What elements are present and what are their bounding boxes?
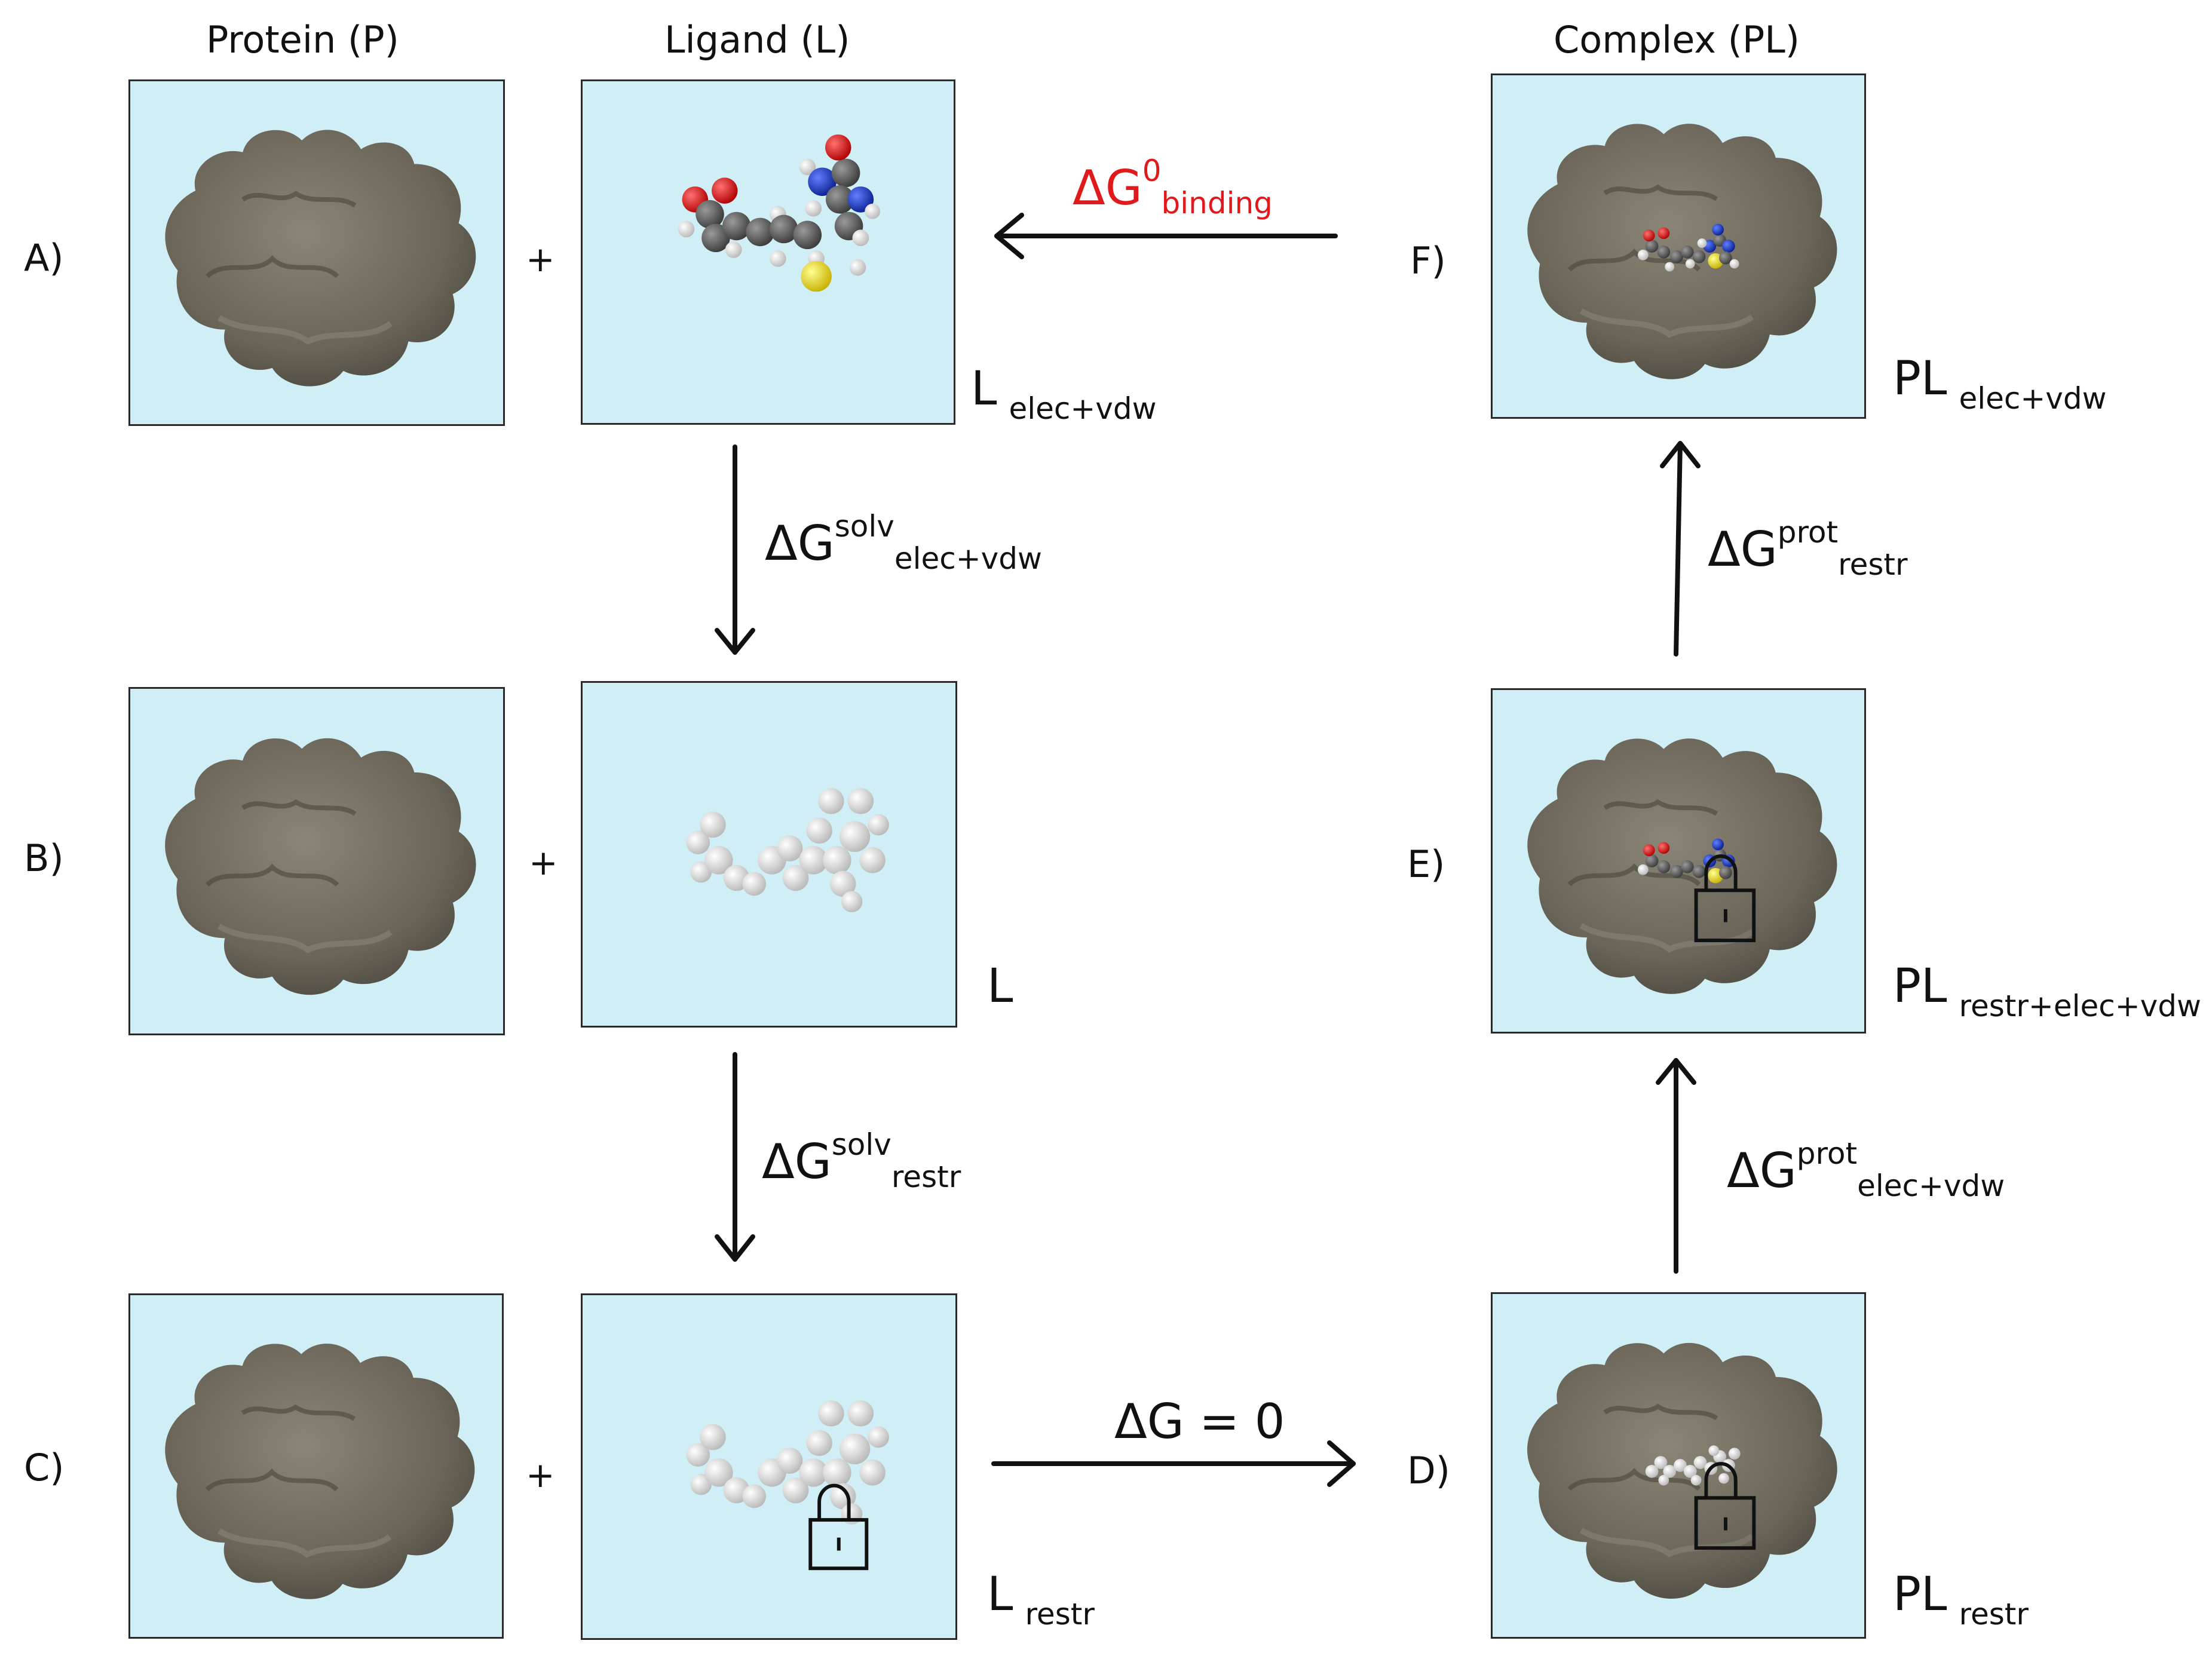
state-label-main: PL <box>1893 959 1947 1013</box>
complex-panel-f <box>1491 73 1866 419</box>
arrow-prot-restr-head <box>1660 441 1701 468</box>
state-label-sub: elec+vdw <box>1959 381 2107 416</box>
ligand-ghost-molecule-icon <box>686 788 889 912</box>
row-label-e: E) <box>1407 842 1445 886</box>
header-protein: Protein (P) <box>206 18 399 62</box>
header-ligand: Ligand (L) <box>664 18 850 62</box>
eq-base: ΔG <box>765 516 835 571</box>
eq-sup: solv <box>834 509 894 544</box>
plus-b: + <box>529 842 558 883</box>
complex-restrained-bound-icon <box>1493 690 1864 1032</box>
label-prot-restr: ΔGprotrestr <box>1708 517 1908 579</box>
lock-icon <box>1694 1462 1756 1550</box>
complex-bound-icon <box>1493 75 1864 417</box>
label-prot-elec: ΔGprotelec+vdw <box>1727 1139 2005 1201</box>
eq-sup: prot <box>1777 515 1839 550</box>
eq-sup: solv <box>831 1127 891 1162</box>
row-label-a: A) <box>24 236 64 280</box>
eq-base: ΔG <box>1708 522 1778 577</box>
arrow-prot-elec-head <box>1656 1058 1696 1085</box>
eq-base: ΔG <box>762 1134 832 1189</box>
state-label-sub: restr <box>1025 1597 1095 1632</box>
state-label-main: L <box>987 1568 1013 1621</box>
label-zero: ΔG = 0 <box>1114 1394 1285 1449</box>
arrow-solv-restr-head <box>715 1234 755 1262</box>
row-label-b: B) <box>24 836 64 880</box>
ligand-panel-b <box>581 681 957 1028</box>
protein-panel-b <box>128 687 505 1035</box>
row-label-c: C) <box>24 1446 65 1489</box>
arrow-zero-head <box>1327 1440 1356 1487</box>
ligand-molecule-icon <box>678 134 881 292</box>
complex-panel-e <box>1491 688 1866 1034</box>
plus-a: + <box>526 239 555 280</box>
state-label-sub: restr <box>1959 1597 2029 1632</box>
protein-panel-c <box>128 1293 504 1639</box>
state-label-main: PL <box>1893 352 1947 406</box>
ligand-restrained-molecule-icon <box>686 1400 889 1571</box>
label-solv-restr: ΔGsolvrestr <box>762 1130 961 1192</box>
protein-panel-a <box>128 79 505 426</box>
header-complex: Complex (PL) <box>1554 18 1800 62</box>
arrow-solv-elec-head <box>715 628 755 655</box>
lock-icon <box>808 1483 869 1571</box>
arrow-prot-restr <box>1674 441 1683 657</box>
eq-sub: binding <box>1161 186 1273 220</box>
state-label-sub: restr+elec+vdw <box>1959 989 2201 1023</box>
protein-surface-icon <box>130 1295 502 1637</box>
complex-panel-d <box>1491 1292 1866 1639</box>
arrow-binding-head <box>994 213 1024 259</box>
state-label-d: PL restr <box>1893 1568 2029 1629</box>
protein-surface-icon <box>130 81 503 424</box>
eq-base: ΔG <box>1073 160 1142 216</box>
state-label-f: PL elec+vdw <box>1893 355 2107 413</box>
state-label-main: PL <box>1893 1568 1947 1621</box>
eq-sub: restr <box>1838 547 1908 582</box>
state-label-main: L <box>971 362 997 416</box>
state-label-sub: elec+vdw <box>1009 391 1157 426</box>
ligand-panel-a <box>581 79 955 425</box>
row-label-f: F) <box>1410 239 1446 283</box>
row-label-d: D) <box>1407 1449 1450 1492</box>
complex-restrained-ghost-icon <box>1493 1294 1864 1637</box>
eq-sup: 0 <box>1142 154 1162 188</box>
label-binding: ΔG0binding <box>1073 156 1273 218</box>
eq-sub: elec+vdw <box>894 541 1042 576</box>
eq-sub: restr <box>891 1160 961 1194</box>
label-solv-elec: ΔGsolvelec+vdw <box>765 511 1042 574</box>
state-label-main: L <box>987 959 1013 1013</box>
eq-base: ΔG <box>1727 1143 1797 1198</box>
plus-c: + <box>526 1455 555 1495</box>
eq-sup: prot <box>1796 1136 1858 1171</box>
protein-surface-icon <box>130 689 503 1034</box>
ligand-panel-c <box>581 1293 957 1640</box>
state-label-b: L <box>987 963 1013 1010</box>
eq-sub: elec+vdw <box>1857 1169 2005 1203</box>
lock-icon <box>1694 854 1756 943</box>
